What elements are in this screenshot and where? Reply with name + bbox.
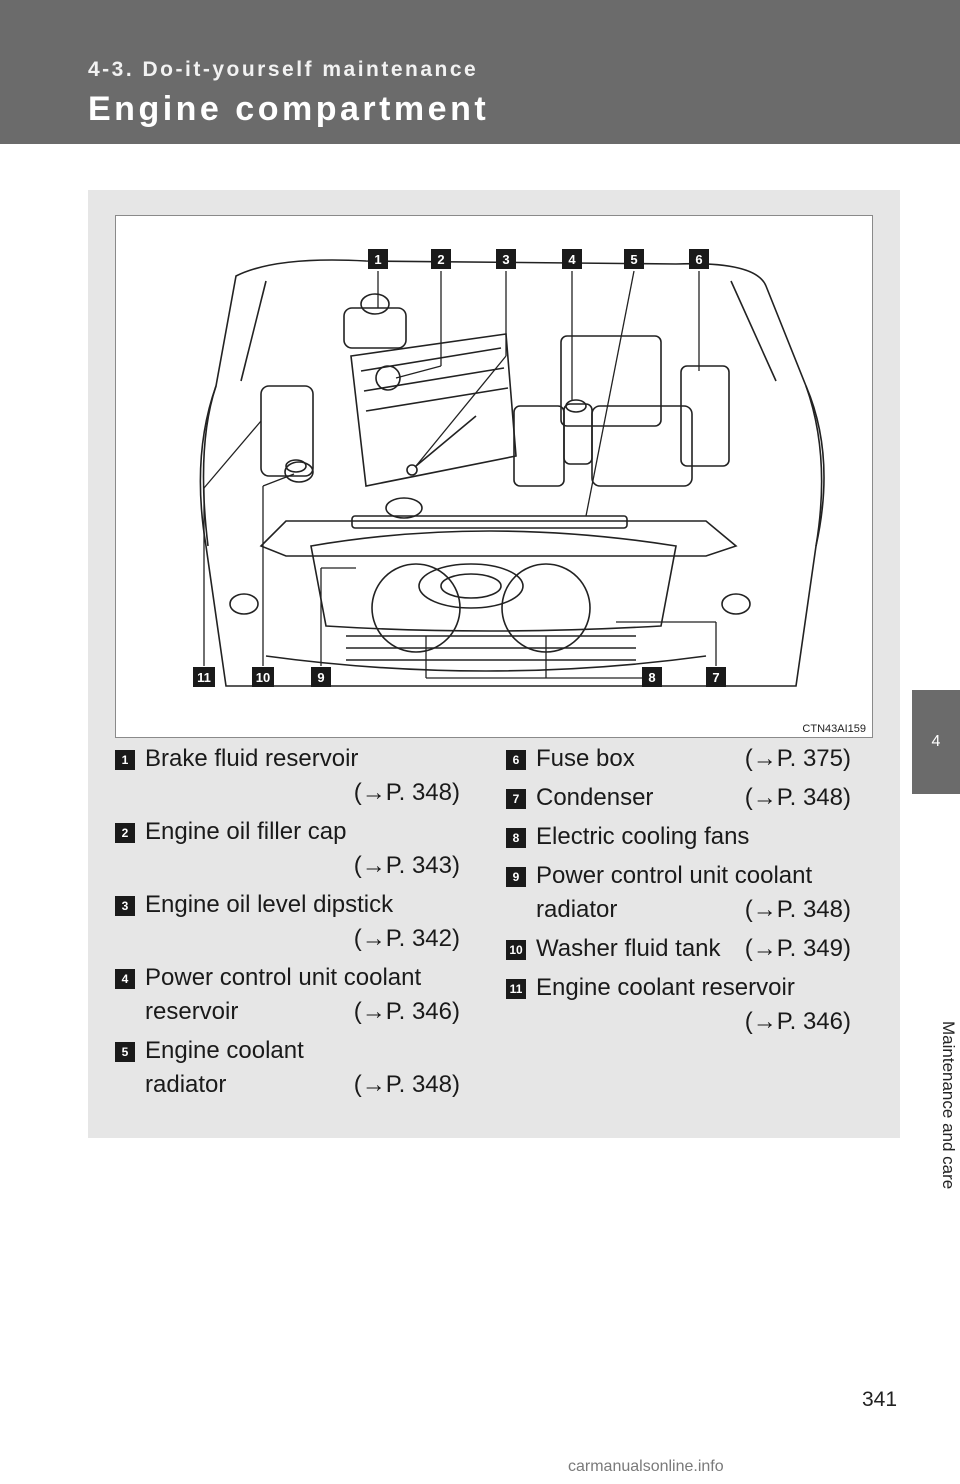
item-number-badge: 7 [506,789,526,809]
callout-11: 11 [197,670,211,685]
list-item: 5 Engine coolant radiator(→P. 348) [115,1034,460,1102]
item-number-badge: 4 [115,969,135,989]
item-number-badge: 5 [115,1042,135,1062]
watermark: carmanualsonline.info [568,1458,724,1475]
list-item: 10 Washer fluid tank(→P. 349) [506,932,851,966]
item-number-badge: 9 [506,867,526,887]
header-bar: 4-3. Do-it-yourself maintenance Engine c… [0,0,960,144]
callout-7: 7 [712,670,719,685]
callout-2: 2 [437,252,444,267]
list-item: 3 Engine oil level dipstick (→P. 342) [115,888,460,956]
list-item: 7 Condenser(→P. 348) [506,781,851,815]
item-number-badge: 1 [115,750,135,770]
callout-6: 6 [695,252,702,267]
section-title: 4-3. Do-it-yourself maintenance [88,58,479,81]
callout-1: 1 [374,252,381,267]
list-item: 4 Power control unit coolant reservoir(→… [115,961,460,1029]
figure-code: CTN43AI159 [802,723,866,735]
callout-5: 5 [630,252,637,267]
page-number: 341 [862,1388,898,1411]
callout-8: 8 [648,670,655,685]
callout-4: 4 [568,252,576,267]
list-item: 11 Engine coolant reservoir (→P. 346) [506,971,851,1039]
parts-list-right: 6 Fuse box(→P. 375) 7 Condenser(→P. 348)… [506,742,851,1044]
list-item: 9 Power control unit coolant radiator(→P… [506,859,851,927]
item-number-badge: 10 [506,940,526,960]
list-item: 6 Fuse box(→P. 375) [506,742,851,776]
callout-top-group [368,249,709,269]
callout-9: 9 [317,670,324,685]
item-number-badge: 11 [506,979,526,999]
engine-figure: 1 2 3 4 5 6 11 10 9 8 7 CTN43AI159 [115,215,873,738]
item-number-badge: 2 [115,823,135,843]
item-number-badge: 3 [115,896,135,916]
list-item: 2 Engine oil filler cap (→P. 343) [115,815,460,883]
list-item: 1 Brake fluid reservoir (→P. 348) [115,742,460,810]
engine-illustration: 1 2 3 4 5 6 11 10 9 8 7 [193,249,825,687]
list-item: 8 Electric cooling fans [506,820,851,854]
parts-list-left: 1 Brake fluid reservoir (→P. 348) 2 Engi… [115,742,460,1107]
callout-10: 10 [256,670,270,685]
page-title: Engine compartment [88,90,490,128]
item-number-badge: 8 [506,828,526,848]
item-number-badge: 6 [506,750,526,770]
chapter-tab[interactable]: 4 [912,690,960,794]
callout-3: 3 [502,252,509,267]
